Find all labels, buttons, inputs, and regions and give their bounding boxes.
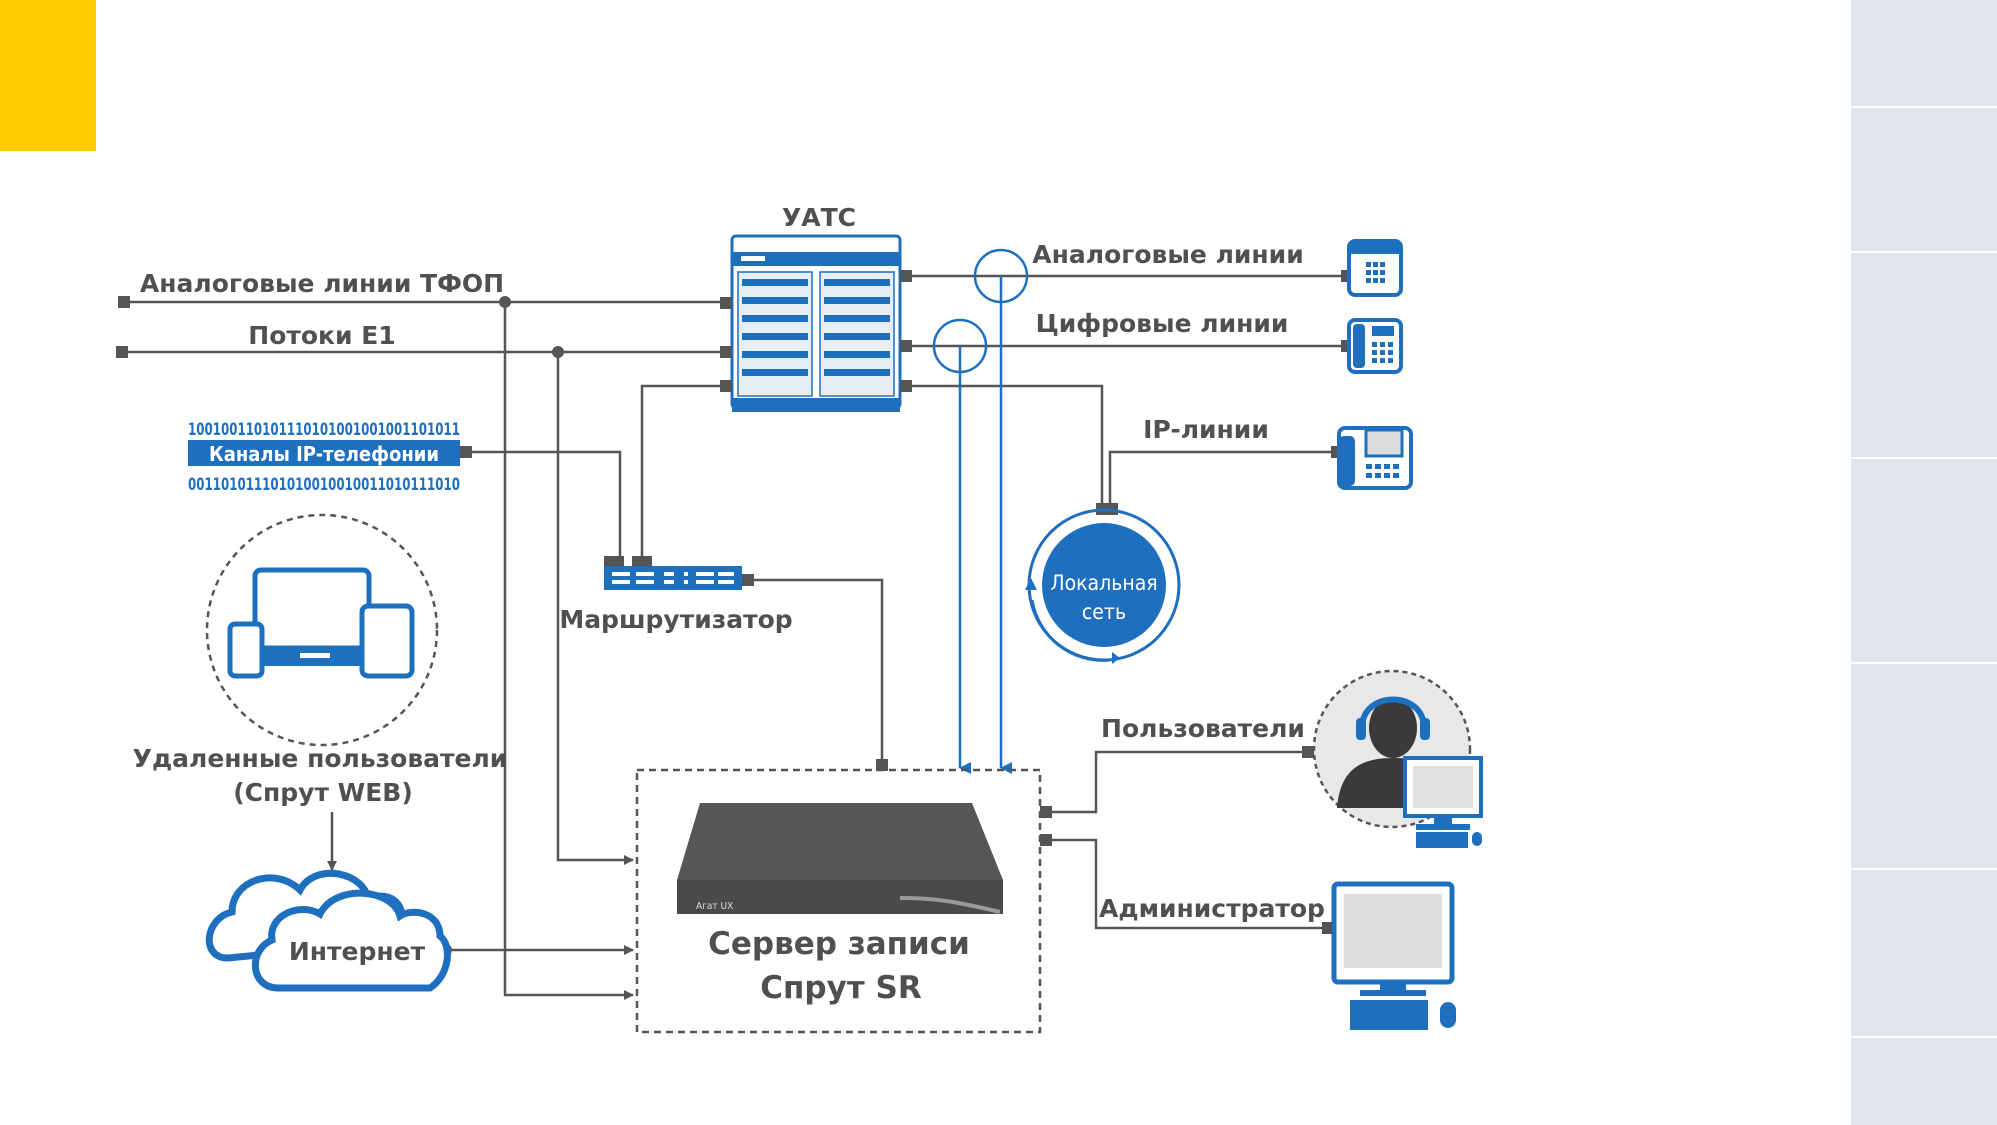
network-diagram: Аналоговые линии ТФОП Потоки E1 10010011… <box>116 203 1483 1034</box>
junction-dot <box>552 346 564 358</box>
pbx-cabinet: УАТС <box>720 203 912 412</box>
binary-top: 100100110101110101001001001101011 <box>188 420 460 440</box>
lan-label: Локальная <box>1050 571 1157 595</box>
tablet-icon <box>359 603 415 679</box>
users-label: Пользователи <box>1101 714 1305 743</box>
admin-label: Администратор <box>1099 894 1325 923</box>
digital-lines-label: Цифровые линии <box>1036 309 1289 338</box>
sidebar-divider <box>1851 1036 1997 1038</box>
cloud-front-icon <box>252 889 451 992</box>
server-brand: Агат UX <box>696 901 733 912</box>
analog-lines-label: Аналоговые линии <box>1032 240 1303 269</box>
router-label: Маршрутизатор <box>559 605 792 634</box>
right-sidebar <box>1851 0 1997 1125</box>
local-network: Локальная сеть <box>1025 503 1181 664</box>
internet-cloud: Интернет <box>205 869 451 992</box>
smartphone-icon <box>227 621 265 679</box>
remote-users-label: Удаленные пользователи <box>133 744 508 773</box>
remote-users: Удаленные пользователи (Спрут WEB) <box>133 513 508 807</box>
monitoring-taps <box>932 248 1029 774</box>
line-terminator <box>116 346 128 358</box>
sidebar-divider <box>1851 662 1997 664</box>
user-head-icon <box>1369 698 1417 758</box>
router: Маршрутизатор <box>559 556 793 634</box>
keyboard-icon <box>1350 1000 1428 1030</box>
ip-channels-label: Каналы IP-телефонии <box>209 442 439 466</box>
headset-icon <box>1359 696 1427 729</box>
sidebar-divider <box>1851 106 1997 108</box>
internet-label: Интернет <box>289 937 426 966</box>
remote-users-sublabel: (Спрут WEB) <box>233 778 413 807</box>
accent-block <box>0 0 96 151</box>
laptop-icon <box>252 567 372 651</box>
uats-label: УАТС <box>782 203 856 232</box>
e1-streams-label: Потоки E1 <box>248 321 395 350</box>
mouse-icon <box>1440 1002 1456 1028</box>
digital-phone-icon <box>1341 318 1403 374</box>
analog-phone-icon <box>1341 239 1403 297</box>
binary-bottom: 001101011101010010010011010111010 <box>188 475 460 495</box>
line-terminator <box>118 296 130 308</box>
junction-dot <box>499 296 511 308</box>
server-label: Сервер записи <box>708 926 970 962</box>
sidebar-divider <box>1851 868 1997 870</box>
ip-telephony-channels: 100100110101110101001001001101011 Каналы… <box>188 420 472 495</box>
ip-lines-label: IP-линии <box>1143 415 1269 444</box>
recording-server: Агат UX Сервер записи Спрут SR <box>635 759 1052 1034</box>
sidebar-divider <box>1851 251 1997 253</box>
lan-sublabel: сеть <box>1082 600 1126 624</box>
pstn-lines-label: Аналоговые линии ТФОП <box>140 269 504 298</box>
ip-phone-icon <box>1331 426 1413 490</box>
connection-lines <box>123 274 1345 1000</box>
server-sublabel: Спрут SR <box>760 970 922 1006</box>
sidebar-divider <box>1851 457 1997 459</box>
admin-computer-icon <box>1322 881 1456 1030</box>
users-operator-icon <box>1302 669 1483 848</box>
